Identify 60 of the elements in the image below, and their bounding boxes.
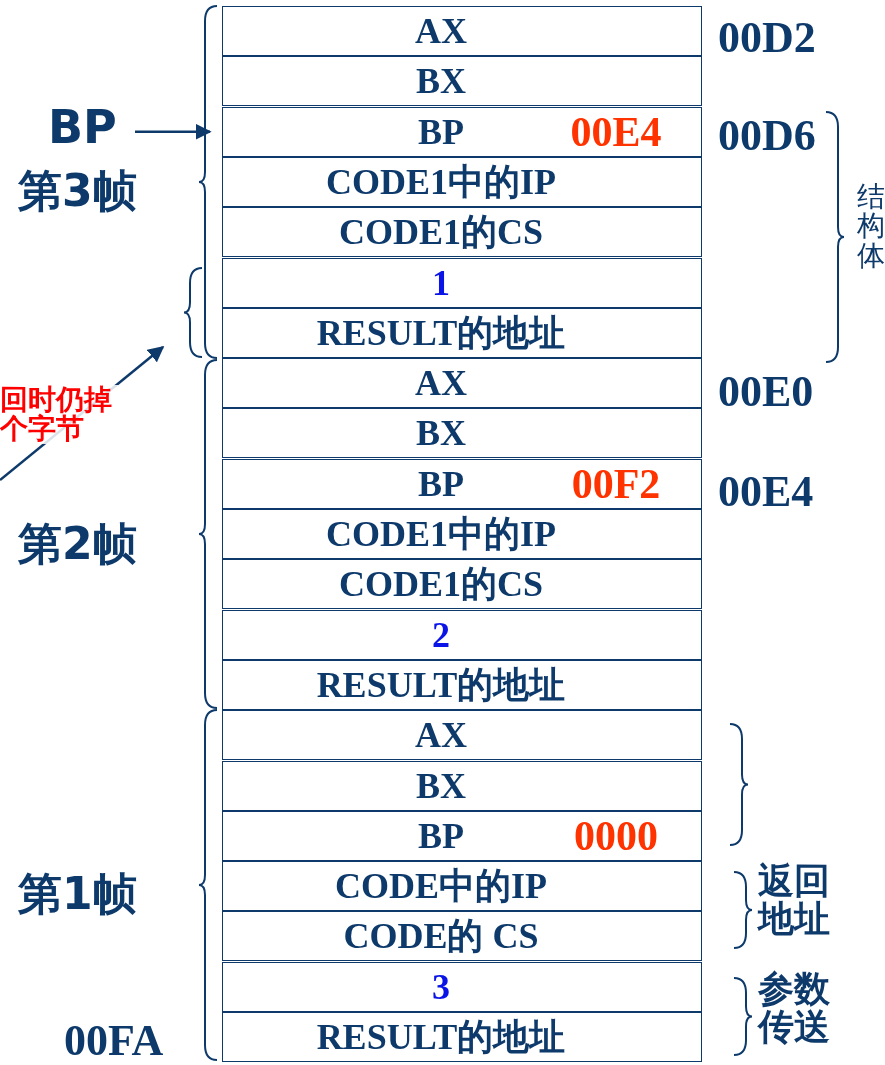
- stack-cell: [222, 56, 702, 107]
- address-label: 00D6: [718, 110, 816, 161]
- stack-cell: [222, 207, 702, 258]
- stack-cell: [222, 961, 702, 1012]
- annotation-text: 结构体: [857, 182, 885, 271]
- frame-label: 第3帧: [18, 164, 137, 218]
- stack-cell: [222, 609, 702, 660]
- stack-cell: [222, 559, 702, 610]
- cell-text: RESULT的地址: [316, 666, 566, 703]
- cell-text: RESULT的地址: [316, 1019, 566, 1055]
- cell-text: 3: [432, 968, 450, 1005]
- stack-cell: [222, 307, 702, 358]
- annotation-text: 参数传送: [758, 970, 831, 1046]
- cell-text: CODE1中的IP: [326, 516, 556, 552]
- cell-text: AX: [415, 717, 467, 754]
- stack-cell: [222, 911, 702, 962]
- cell-text: BP: [418, 817, 464, 854]
- address-label: 00E4: [718, 466, 814, 517]
- cell-text: BP: [418, 465, 464, 502]
- stack-cell: [222, 659, 702, 710]
- cell-text: AX: [415, 365, 467, 402]
- stack-cell: [222, 458, 702, 509]
- address-label: 00E0: [718, 366, 814, 417]
- address-label: 00FA: [64, 1015, 164, 1065]
- cell-text: BP: [418, 113, 464, 150]
- cell-text: RESULT的地址: [316, 314, 566, 351]
- cell-text: 1: [432, 264, 450, 301]
- stack-cell: [222, 358, 702, 409]
- stack-cell: [222, 408, 702, 459]
- arrow: [135, 123, 212, 140]
- stack-cell: [222, 257, 702, 308]
- note-text: 回时仍掉个字节: [0, 385, 118, 444]
- cell-text: 2: [432, 616, 450, 653]
- cell-text: BX: [416, 63, 466, 100]
- pointer-label: BP: [48, 100, 117, 154]
- pointer-value: 00F2: [571, 462, 661, 505]
- cell-text: CODE1的CS: [339, 566, 543, 603]
- stack-cell: [222, 6, 702, 56]
- cell-text: CODE1中的IP: [326, 163, 556, 200]
- stack-cell: [222, 1012, 702, 1062]
- cell-text: CODE1的CS: [339, 214, 543, 251]
- cell-text: BX: [416, 767, 466, 804]
- cell-text: CODE的 CS: [343, 918, 539, 955]
- cell-text: CODE中的IP: [335, 868, 547, 905]
- stack-cell: [222, 861, 702, 912]
- stack-cell: [222, 156, 702, 207]
- cell-text: BX: [416, 415, 466, 452]
- annotation-text: 返回地址: [758, 862, 831, 938]
- stack-cell: [222, 710, 702, 761]
- address-label: 00D2: [718, 12, 816, 63]
- stack-cell: [222, 106, 702, 157]
- pointer-value: 00E4: [570, 110, 662, 153]
- pointer-value: 0000: [574, 814, 658, 857]
- frame-label: 第2帧: [18, 517, 137, 571]
- frame-label: 第1帧: [18, 867, 137, 921]
- stack-cell: [222, 760, 702, 811]
- stack-cell: [222, 810, 702, 861]
- stack-cell: [222, 509, 702, 559]
- small-brace: [183, 267, 203, 358]
- cell-text: AX: [415, 13, 467, 49]
